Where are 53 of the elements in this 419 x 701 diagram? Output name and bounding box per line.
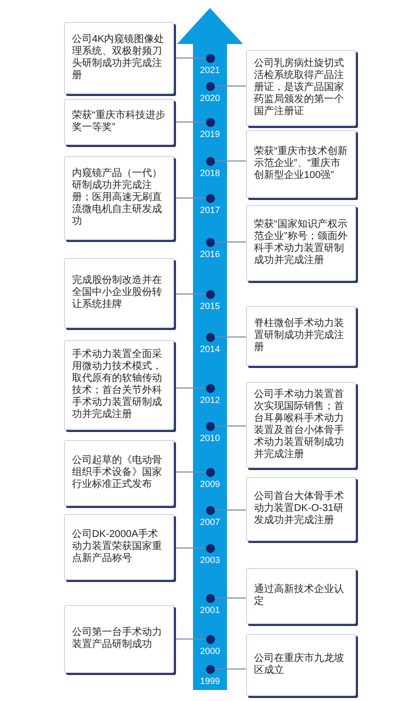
event-card: [64, 156, 174, 240]
event-text: 内窥镜产品（一代）研制成功并完成注册；医用高速无刷直流微电机自主研发成功: [72, 168, 163, 228]
connector-line: [214, 336, 246, 338]
connector-line: [214, 160, 246, 162]
year-label: 2012: [198, 395, 222, 405]
event-card: [64, 340, 174, 430]
event-text: 公司4K内窥镜图像处理系统、双极射频刀头研制成功并完成注册: [72, 34, 166, 82]
event-text: 荣获“国家知识产权示范企业”称号；颌面外科手术动力装置研制成功并完成注册: [254, 219, 348, 267]
year-label: 2015: [198, 301, 222, 311]
event-card: [64, 22, 174, 94]
year-label: 2010: [198, 433, 222, 443]
event-card: [246, 205, 356, 281]
event-text: 公司起草的《电动骨组织手术设备》国家行业标准正式发布: [72, 455, 163, 491]
event-card: [246, 130, 356, 198]
event-card: [246, 50, 356, 126]
year-label: 2020: [198, 93, 222, 103]
event-card: [246, 477, 356, 541]
event-text: 完成股份制改造并在全国中小企业股份转让系统挂牌: [72, 275, 163, 311]
event-card: [246, 568, 356, 624]
year-label: 2007: [198, 517, 222, 527]
event-text: 脊柱微创手术动力装置研制成功并完成注册: [254, 318, 345, 354]
event-card: [64, 99, 174, 145]
event-card: [246, 306, 356, 366]
year-label: 2009: [198, 479, 222, 489]
event-text: 公司首台大体骨手术动力装置DK-O-31研发成功并完成注册: [254, 491, 345, 527]
year-label: 2001: [198, 605, 222, 615]
year-label: 2000: [198, 646, 222, 656]
event-text: 公司手术动力装置首次实现国际销售；首台耳鼻喉科手术动力装置及首台小体骨手术动力装置研制成功并完成注册: [254, 389, 345, 461]
event-card: [246, 382, 356, 468]
event-card: [64, 605, 174, 673]
year-label: 2017: [198, 205, 222, 215]
event-text: 荣获“重庆市科技进步奖一等奖”: [72, 110, 166, 134]
year-label: 2021: [198, 65, 222, 75]
event-card: [246, 634, 356, 696]
year-label: 2003: [198, 555, 222, 565]
event-text: 公司第一台手术动力装置产品研制成功: [72, 627, 163, 651]
year-label: 1999: [198, 676, 222, 686]
event-text: 手术动力装置全面采用微动力技术模式，取代原有的软轴传动技术；首台关节外科手术动力装置研制成功并完成注册: [72, 349, 163, 421]
event-card: [64, 514, 174, 580]
event-card: [64, 258, 174, 328]
year-label: 2018: [198, 168, 222, 178]
event-text: 荣获“重庆市技术创新示范企业”、“重庆市创新型企业100强”: [254, 146, 348, 182]
event-text: 公司在重庆市九龙坡区成立: [254, 653, 345, 677]
event-text: 通过高新技术企业认定: [254, 584, 345, 608]
year-label: 2019: [198, 129, 222, 139]
year-label: 2016: [198, 249, 222, 259]
event-card: [64, 440, 174, 506]
timeline-arrow: [177, 8, 243, 690]
connector-line: [174, 638, 206, 640]
event-text: 公司DK-2000A手术动力装置荣获国家重点新产品称号: [72, 529, 163, 565]
year-label: 2014: [198, 344, 222, 354]
connector-line: [214, 668, 246, 670]
event-text: 公司乳房病灶旋切式活检系统取得产品注册证，是该产品国家药监局颁发的第一个国产注册证: [254, 58, 345, 118]
